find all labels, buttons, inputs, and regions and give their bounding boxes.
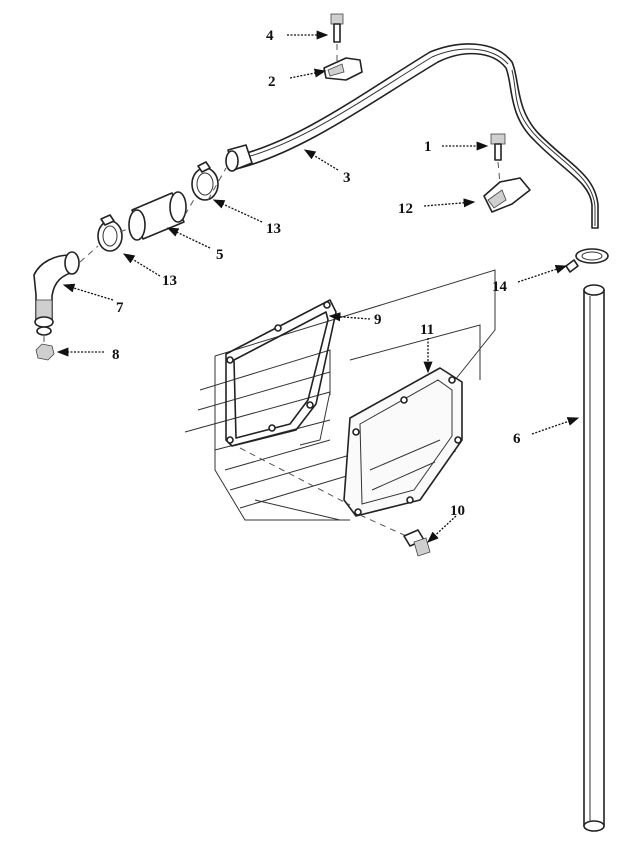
callout-5: 5	[216, 247, 224, 263]
hose-clamp-part-13-upper	[191, 161, 219, 201]
callout-12: 12	[398, 201, 413, 217]
bolt-part-4	[330, 13, 344, 43]
callout-9: 9	[374, 312, 382, 328]
cover-plate-part-11	[343, 367, 463, 517]
callout-6: 6	[513, 431, 521, 447]
clip-part-12	[483, 177, 531, 213]
elbow-part-7	[33, 251, 80, 336]
drain-tube-part-6	[583, 284, 605, 832]
callout-1: 1	[424, 139, 432, 155]
callout-13-upper: 13	[266, 221, 281, 237]
assembly-lines	[43, 44, 501, 541]
upper-hose-part-3	[235, 43, 599, 229]
sleeve-part-5	[128, 191, 187, 241]
callout-7: 7	[116, 300, 124, 316]
clamp-part-14	[565, 248, 609, 273]
hose-clamp-part-13-lower	[97, 214, 123, 252]
callout-2: 2	[268, 74, 276, 90]
bolt-part-10	[403, 529, 431, 557]
cover-gasket-part-9	[225, 299, 337, 447]
callout-4: 4	[266, 28, 274, 44]
callout-8: 8	[112, 347, 120, 363]
hose-end-coupler	[225, 144, 253, 172]
bolt-part-1	[490, 133, 506, 161]
callout-labels: 4 2 3 1 12 13 5 13 7 8 9 11 14 6 10	[112, 28, 521, 519]
leader-lines	[56, 30, 580, 543]
callout-11: 11	[420, 322, 434, 338]
nut-part-8	[35, 343, 55, 361]
callout-14: 14	[492, 279, 508, 295]
callout-10: 10	[450, 503, 465, 519]
callout-13-lower: 13	[162, 273, 177, 289]
clip-part-2	[323, 57, 363, 81]
callout-3: 3	[343, 170, 351, 186]
